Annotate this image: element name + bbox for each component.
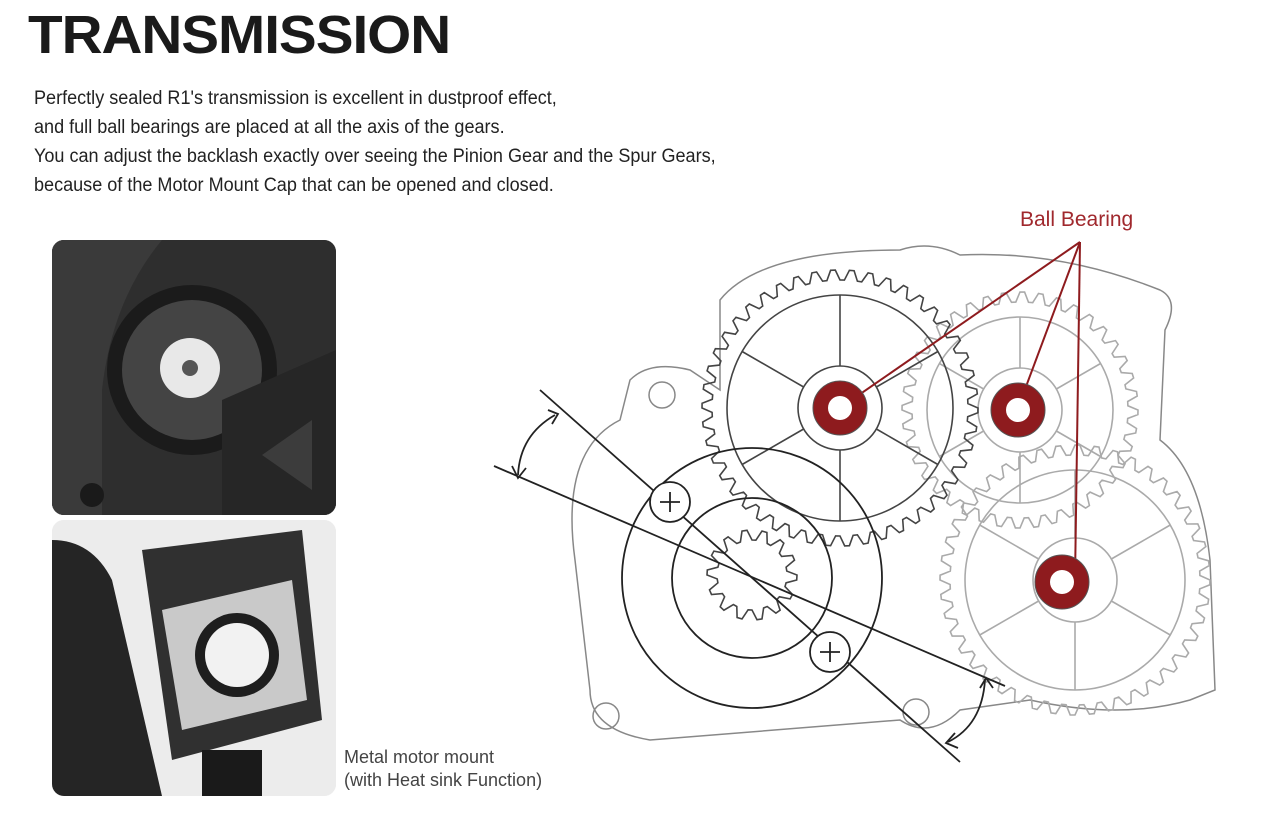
bearing-bore <box>1050 570 1074 594</box>
description-line: and full ball bearings are placed at all… <box>34 117 505 138</box>
adjust-arrow <box>947 679 986 743</box>
description: Perfectly sealed R1's transmission is ex… <box>34 84 716 200</box>
description-line: Perfectly sealed R1's transmission is ex… <box>34 88 557 109</box>
mount-hole <box>648 381 676 409</box>
page-title: TRANSMISSION <box>28 5 451 65</box>
adjust-arrow <box>517 414 556 476</box>
motor-mount-cap <box>621 447 883 709</box>
bearing-bore <box>828 396 852 420</box>
description-line: You can adjust the backlash exactly over… <box>34 146 716 167</box>
angle-line <box>493 465 1006 687</box>
pinion-gear <box>706 529 798 621</box>
motor-mount-caption: Metal motor mount (with Heat sink Functi… <box>344 746 542 792</box>
housing-outline <box>571 245 1216 741</box>
caption-line-2: (with Heat sink Function) <box>344 770 543 790</box>
motor-mount-photo <box>52 520 336 796</box>
description-line: because of the Motor Mount Cap that can … <box>34 175 554 196</box>
ball-bearing-label: Ball Bearing <box>1020 208 1134 231</box>
pinion-gear-photo <box>52 240 336 515</box>
caption-line-1: Metal motor mount <box>344 747 495 767</box>
mount-hole <box>902 698 930 726</box>
motor-ring <box>671 497 833 659</box>
spur-gear-lower <box>939 444 1211 716</box>
mount-hole <box>592 702 620 730</box>
screw <box>649 481 851 673</box>
spur-gear-main <box>701 269 979 547</box>
bearing-bore <box>1006 398 1030 422</box>
spur-gear-right <box>901 291 1139 529</box>
